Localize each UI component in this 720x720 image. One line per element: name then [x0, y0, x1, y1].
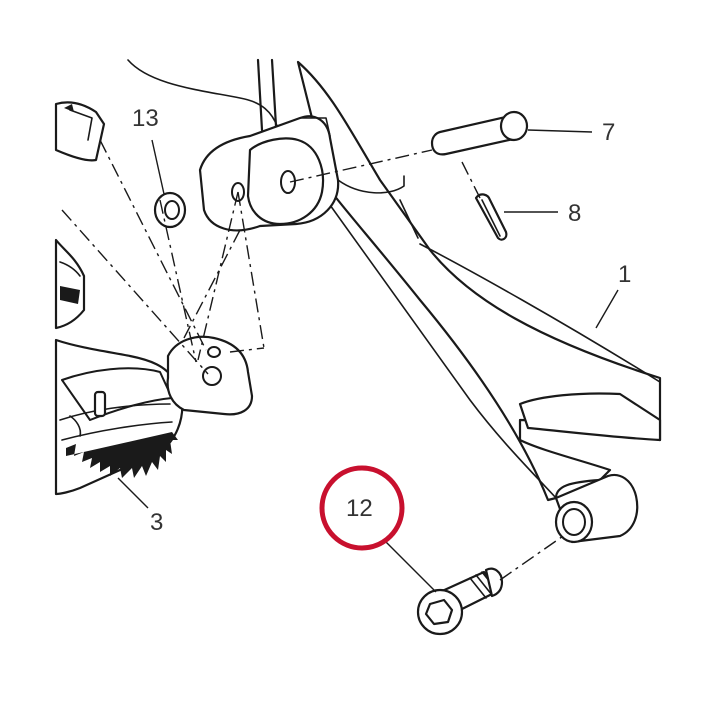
callout-8: 8 [568, 200, 581, 227]
leg-end-bushing [554, 473, 639, 544]
leader-lines [117, 129, 619, 593]
pivot-bracket [198, 115, 405, 232]
mount-tab [166, 335, 254, 416]
side-stand-leg [256, 58, 662, 502]
callout-12: 12 [346, 495, 373, 522]
split-pin [474, 193, 508, 241]
highlight-circle [319, 465, 405, 551]
frame-bracket-fragment [54, 101, 106, 162]
footpeg [54, 238, 184, 496]
callout-13: 13 [132, 105, 159, 132]
alignment-lines [61, 139, 567, 581]
cable-line [127, 59, 279, 129]
pivot-pin [430, 110, 529, 156]
bolt [416, 567, 504, 636]
washer [153, 191, 187, 229]
callout-7: 7 [602, 119, 615, 146]
callout-3: 3 [150, 509, 163, 536]
callout-1: 1 [618, 261, 631, 288]
